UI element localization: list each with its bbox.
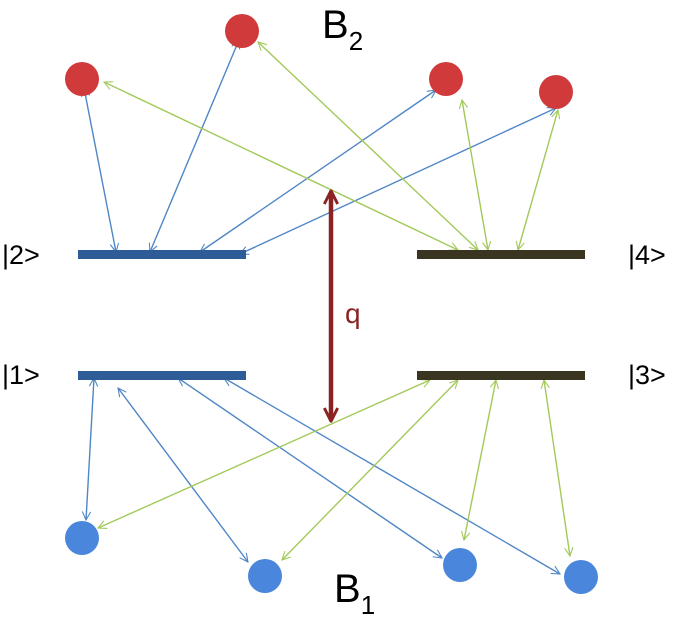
transition-arrow: [104, 82, 458, 250]
reservoir-b1-dots: [65, 521, 598, 594]
state-1-label: |1>: [2, 360, 40, 390]
red-dot: [429, 62, 463, 96]
blue-transitions: [84, 40, 560, 574]
reservoir-b2-label: B2: [322, 3, 363, 56]
reservoir-b2-dots: [65, 14, 573, 109]
level-2-bar: [78, 250, 246, 259]
transition-arrow: [544, 380, 570, 556]
transition-arrow: [200, 90, 436, 252]
green-transitions: [98, 42, 570, 560]
red-dot: [225, 14, 259, 48]
red-dot: [539, 75, 573, 109]
level-1-bar: [78, 371, 246, 380]
transition-arrow: [518, 110, 558, 250]
red-dot: [65, 62, 99, 96]
transition-arrow: [84, 88, 116, 252]
reservoir-b1-letter: B: [334, 567, 361, 611]
blue-dot: [248, 559, 282, 593]
blue-dot: [65, 521, 99, 555]
reservoir-b1-subscript: 1: [361, 590, 375, 620]
transition-arrow: [224, 378, 560, 574]
state-3-label: |3>: [628, 360, 666, 390]
transition-arrow: [150, 40, 239, 252]
transition-arrow: [118, 388, 248, 562]
transition-arrow: [98, 380, 430, 528]
transition-arrow: [462, 100, 488, 250]
coupling-label: q: [345, 298, 361, 329]
state-2-label: |2>: [2, 240, 40, 270]
transition-arrow: [240, 108, 556, 254]
reservoir-b1-label: B1: [334, 567, 375, 620]
blue-dot: [564, 560, 598, 594]
transition-arrow: [86, 378, 94, 520]
state-4-label: |4>: [628, 240, 666, 270]
reservoir-b2-letter: B: [322, 3, 349, 47]
transition-arrow: [464, 380, 496, 540]
level-4-bar: [417, 250, 585, 259]
reservoir-b2-subscript: 2: [349, 26, 363, 56]
level-3-bar: [417, 371, 585, 380]
transition-arrow: [258, 42, 478, 250]
transition-arrow: [282, 380, 458, 560]
blue-dot: [443, 548, 477, 582]
